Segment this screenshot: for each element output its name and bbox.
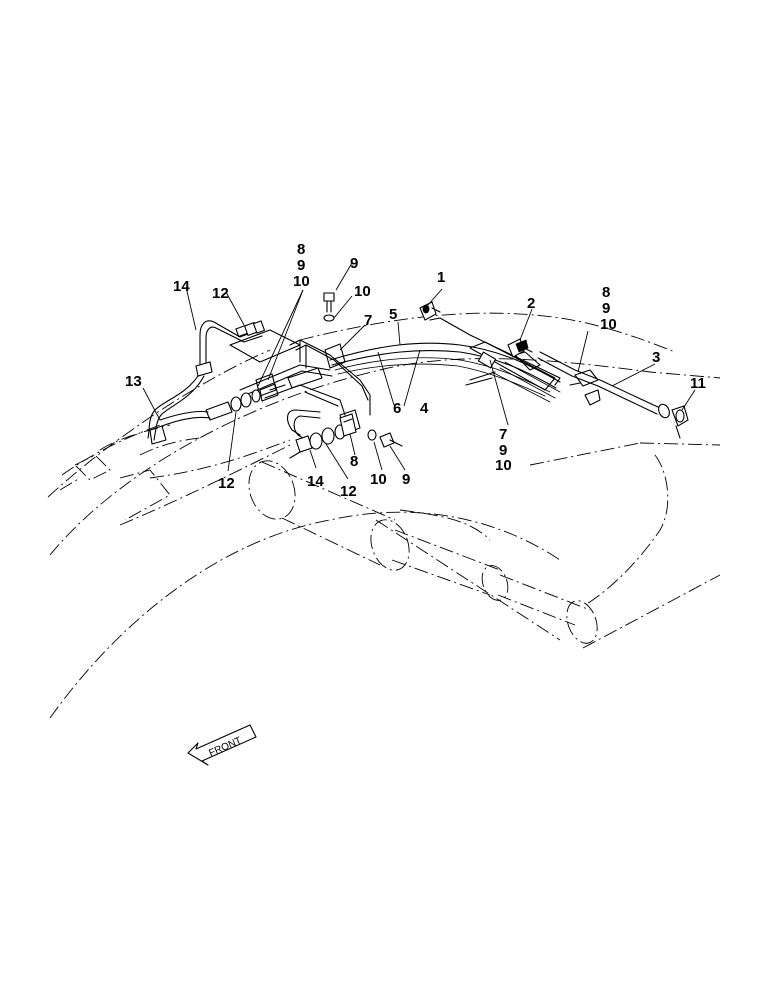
callout-1: 1 bbox=[437, 269, 445, 286]
hose-assembly-4-5-6 bbox=[329, 342, 561, 397]
callout-10-lower: 10 bbox=[370, 471, 387, 488]
fitting-1 bbox=[419, 301, 441, 321]
callout-9-right: 9 bbox=[602, 300, 610, 317]
callout-5: 5 bbox=[389, 306, 397, 323]
callout-13: 13 bbox=[125, 373, 142, 390]
leader-lines bbox=[142, 262, 696, 480]
front-arrow: FRONT bbox=[187, 724, 257, 766]
callout-10-center: 10 bbox=[293, 273, 310, 290]
callout-7-center: 7 bbox=[364, 312, 372, 329]
hose-14-upper bbox=[195, 320, 266, 377]
callout-4: 4 bbox=[420, 400, 429, 417]
callout-10-upper: 10 bbox=[354, 283, 371, 300]
callout-12-left: 12 bbox=[218, 475, 235, 492]
boom-phantom-outline bbox=[47, 312, 721, 719]
callout-14-lower: 14 bbox=[307, 473, 324, 490]
pipe-3 bbox=[537, 351, 670, 419]
fitting-11 bbox=[671, 405, 689, 439]
front-arrow-label: FRONT bbox=[207, 735, 243, 759]
callout-9-upper: 9 bbox=[350, 255, 358, 272]
callout-11: 11 bbox=[690, 375, 706, 392]
callout-14-top: 14 bbox=[173, 278, 190, 295]
fitting-2 bbox=[507, 338, 533, 358]
clamp-8 bbox=[339, 413, 357, 437]
callout-9-lower: 9 bbox=[402, 471, 410, 488]
arm-foot-phantom bbox=[59, 424, 201, 521]
bolt-9-upper bbox=[323, 292, 335, 322]
callout-2: 2 bbox=[527, 295, 535, 312]
callout-9-lower-right: 9 bbox=[499, 442, 507, 459]
bolt-9-lower bbox=[367, 429, 403, 448]
callout-8-center: 8 bbox=[297, 241, 305, 258]
boom-cylinder bbox=[248, 454, 669, 644]
hose-13 bbox=[147, 375, 233, 445]
callout-12-lower: 12 bbox=[340, 483, 357, 500]
callout-10-lower-right: 10 bbox=[495, 457, 512, 474]
right-pipe-clamps bbox=[429, 317, 561, 403]
callout-7-right: 7 bbox=[499, 426, 507, 443]
callout-8-lower: 8 bbox=[350, 453, 358, 470]
hose-14-lower bbox=[287, 409, 346, 459]
callout-8-right: 8 bbox=[602, 284, 610, 301]
callout-12-top: 12 bbox=[212, 285, 229, 302]
callouts: 1 2 3 4 5 6 7 7 8 9 10 9 10 8 9 10 9 10 … bbox=[125, 241, 706, 500]
callout-9-center: 9 bbox=[297, 257, 305, 274]
callout-3: 3 bbox=[652, 349, 660, 366]
callout-6: 6 bbox=[393, 400, 401, 417]
fitting-12-left bbox=[230, 383, 279, 412]
callout-10-right: 10 bbox=[600, 316, 617, 333]
